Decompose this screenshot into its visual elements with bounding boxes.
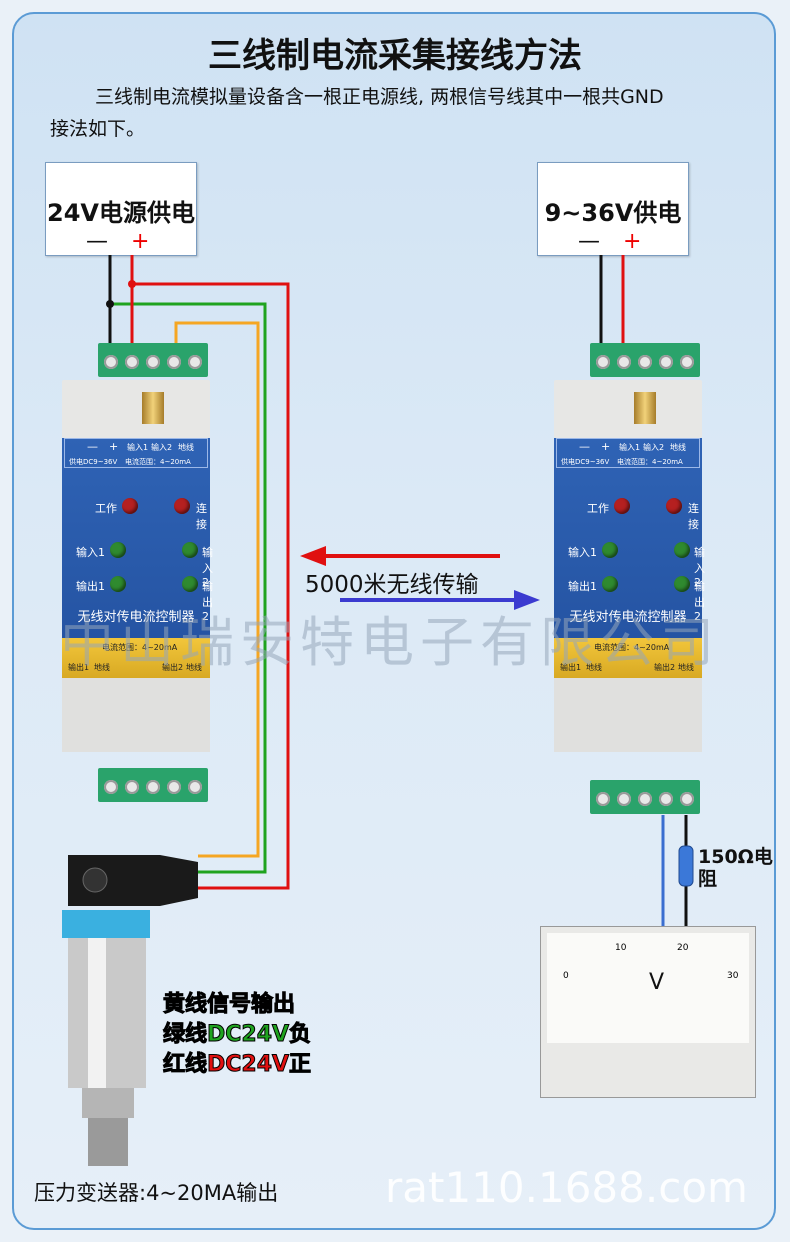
device-label-strip: 电流范围：4~20mA 输出1 地线 输出2 地线 xyxy=(554,638,702,678)
page-title: 三线制电流采集接线方法 xyxy=(208,36,582,76)
in1-led xyxy=(110,542,126,558)
led-label-work: 工作 xyxy=(587,502,609,515)
device-head: — + 输入1 输入2 地线 供电DC9~36V 电流范围：4~20mA xyxy=(64,438,208,468)
left-power-minus: — xyxy=(86,229,108,254)
wireless-label: 5000米无线传输 xyxy=(305,572,479,598)
right-power-supply: 9~36V供电 — + xyxy=(537,162,689,256)
out2-led xyxy=(182,576,198,592)
red-wire xyxy=(132,282,290,890)
led-label-in2: 输入2 xyxy=(202,546,213,589)
description-line2: 接法如下。 xyxy=(50,118,146,140)
connect-led xyxy=(174,498,190,514)
scale-30: 30 xyxy=(727,971,739,981)
led-label-out2: 输出2 xyxy=(694,580,705,623)
right-power-label: 9~36V供电 xyxy=(544,199,682,227)
out1-led xyxy=(602,576,618,592)
scale-0: 0 xyxy=(563,971,569,981)
led-label-in1: 输入1 xyxy=(76,546,105,559)
connect-led xyxy=(666,498,682,514)
out2-led xyxy=(674,576,690,592)
legend-yellow: 黄线信号输出 xyxy=(162,992,296,1018)
legend-green: 绿线DC24V负 xyxy=(162,1022,312,1048)
led-label-connect: 连接 xyxy=(196,502,207,531)
scale-20: 20 xyxy=(677,943,689,953)
watermark: 中山瑞安特电子有限公司 xyxy=(60,611,720,674)
right-bottom-terminal xyxy=(590,780,700,814)
right-power-plus: + xyxy=(623,229,642,254)
left-power-supply: 24V电源供电 — + xyxy=(45,162,197,256)
led-label-connect: 连接 xyxy=(688,502,699,531)
right-power-minus: — xyxy=(578,229,600,254)
work-led xyxy=(122,498,138,514)
junction-black xyxy=(106,300,114,308)
antenna-icon xyxy=(634,392,656,424)
device-name: 无线对传电流控制器 xyxy=(569,610,687,625)
right-top-terminal xyxy=(590,343,700,377)
led-label-work: 工作 xyxy=(95,502,117,515)
sensor-label: 压力变送器:4~20MA输出 xyxy=(34,1181,279,1205)
left-top-terminal xyxy=(98,343,208,377)
resistor-label: 150Ω电阻 xyxy=(698,846,773,890)
scale-10: 10 xyxy=(615,943,627,953)
device-name: 无线对传电流控制器 xyxy=(77,610,195,625)
left-power-plus: + xyxy=(131,229,150,254)
pressure-sensor xyxy=(62,855,198,1166)
meter-unit: V xyxy=(649,970,665,995)
device-label-strip: 电流范围：4~20mA 输出1 地线 输出2 地线 xyxy=(62,638,210,678)
device-head: — + 输入1 输入2 地线 供电DC9~36V 电流范围：4~20mA xyxy=(556,438,700,468)
led-label-out1: 输出1 xyxy=(568,580,597,593)
in2-led xyxy=(674,542,690,558)
led-label-out1: 输出1 xyxy=(76,580,105,593)
resistor xyxy=(678,845,694,887)
in1-led xyxy=(602,542,618,558)
arrow-right-head xyxy=(514,590,540,610)
arrow-left-head xyxy=(300,546,326,566)
green-wire xyxy=(110,302,267,874)
left-power-label: 24V电源供电 xyxy=(47,199,195,227)
led-label-in1: 输入1 xyxy=(568,546,597,559)
in2-led xyxy=(182,542,198,558)
voltmeter: 0 10 20 30 V xyxy=(540,926,756,1098)
url-watermark: rat110.1688.com xyxy=(385,1163,748,1212)
led-label-in2: 输入2 xyxy=(694,546,705,589)
antenna-icon xyxy=(142,392,164,424)
yellow-wire xyxy=(174,321,260,858)
out1-led xyxy=(110,576,126,592)
junction-red xyxy=(128,280,136,288)
legend-red: 红线DC24V正 xyxy=(162,1052,312,1078)
work-led xyxy=(614,498,630,514)
left-bottom-terminal xyxy=(98,768,208,802)
description-line1: 三线制电流模拟量设备含一根正电源线, 两根信号线其中一根共GND xyxy=(95,86,664,108)
led-label-out2: 输出2 xyxy=(202,580,213,623)
